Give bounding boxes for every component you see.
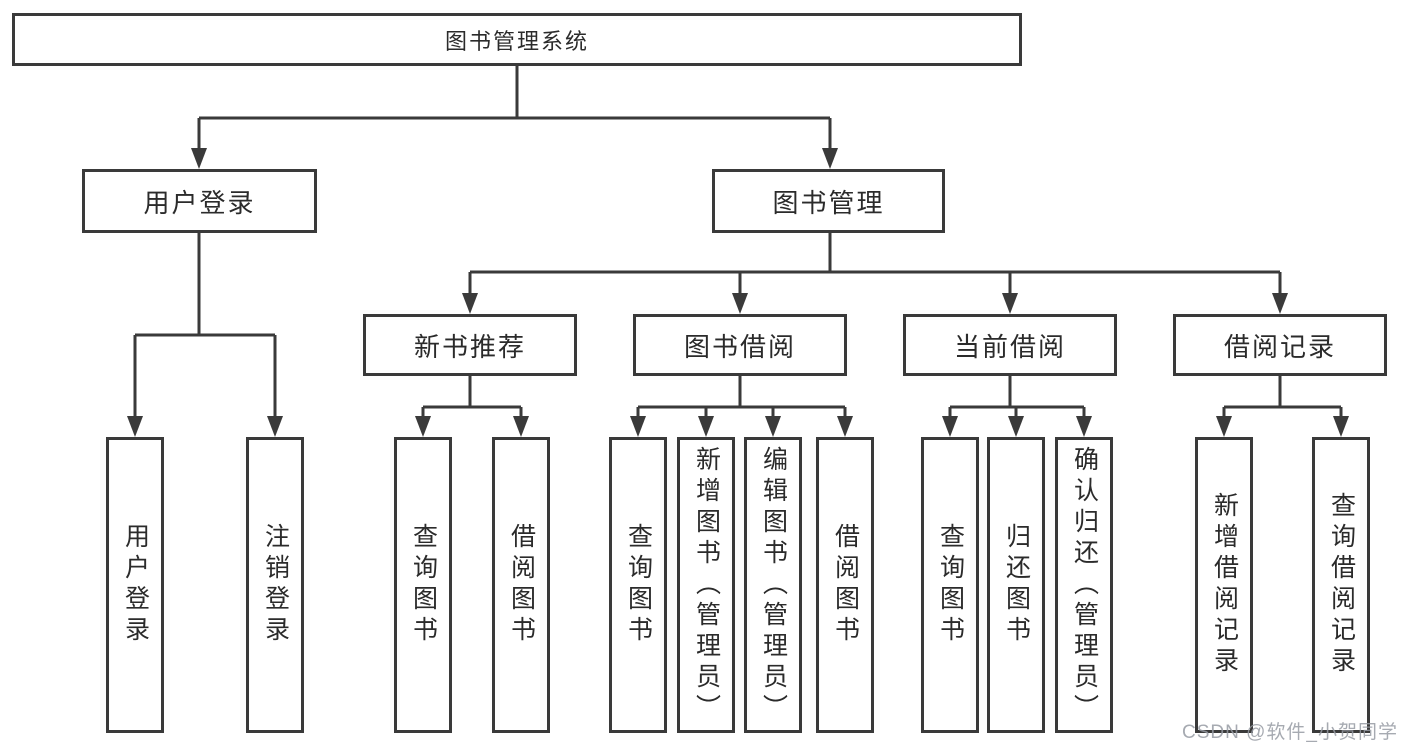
arrowhead [837,416,853,437]
leaf-label: 编辑图书（管理员） [759,445,788,725]
leaf-label: 查询借阅记录 [1327,492,1356,678]
node-book-borrowing: 图书借阅 [633,314,847,376]
leaf-label: 查询图书 [409,523,438,647]
node-library-system: 图书管理系统 [12,13,1022,66]
leaf-label: 确认归还（管理员） [1070,445,1099,725]
connector-user-login-split [133,233,277,417]
leaf-label: 归还图书 [1002,523,1031,647]
arrowhead [630,416,646,437]
leaf-borrow-books-recommend: 借阅图书 [492,437,550,733]
leaf-query-books-borrow: 查询图书 [609,437,667,733]
node-current-borrowing: 当前借阅 [903,314,1117,376]
connector-book-management-split [468,233,1282,294]
arrowhead [415,416,431,437]
leaf-confirm-return-admin: 确认归还（管理员） [1055,437,1113,733]
connector-root-split [197,66,832,149]
leaf-label: 新增图书（管理员） [692,445,721,725]
arrowhead [765,416,781,437]
leaf-add-borrow-record: 新增借阅记录 [1195,437,1253,733]
leaf-query-borrow-record: 查询借阅记录 [1312,437,1370,733]
node-book-management: 图书管理 [712,169,945,233]
node-user-login: 用户登录 [82,169,317,233]
arrowhead [1333,416,1349,437]
leaf-logout: 注销登录 [246,437,304,733]
leaf-borrow-books: 借阅图书 [816,437,874,733]
leaf-add-book-admin: 新增图书（管理员） [677,437,735,733]
leaf-edit-book-admin: 编辑图书（管理员） [744,437,802,733]
arrowhead [1002,293,1018,314]
connector-book-borrow-split [636,376,847,417]
arrowhead [127,416,143,437]
arrowhead [732,293,748,314]
arrowhead [191,148,207,169]
connector-borrow-records-split [1222,376,1343,417]
leaf-query-books-current: 查询图书 [921,437,979,733]
leaf-query-books-recommend: 查询图书 [394,437,452,733]
arrowhead [822,148,838,169]
leaf-user-login: 用户登录 [106,437,164,733]
arrowhead [698,416,714,437]
arrowhead [1008,416,1024,437]
leaf-label: 借阅图书 [831,523,860,647]
arrowhead [267,416,283,437]
connector-current-borrow-split [948,376,1086,417]
connector-new-book-split [421,376,523,417]
leaf-label: 用户登录 [121,523,150,647]
arrowhead [1216,416,1232,437]
arrowhead [1272,293,1288,314]
arrowhead [942,416,958,437]
node-borrowing-records: 借阅记录 [1173,314,1387,376]
arrowhead [513,416,529,437]
leaf-label: 查询图书 [624,523,653,647]
leaf-label: 查询图书 [936,523,965,647]
node-new-book-recommendation: 新书推荐 [363,314,577,376]
leaf-return-books: 归还图书 [987,437,1045,733]
leaf-label: 新增借阅记录 [1210,492,1239,678]
leaf-label: 借阅图书 [507,523,536,647]
arrowhead [462,293,478,314]
arrowhead [1076,416,1092,437]
leaf-label: 注销登录 [261,523,290,647]
